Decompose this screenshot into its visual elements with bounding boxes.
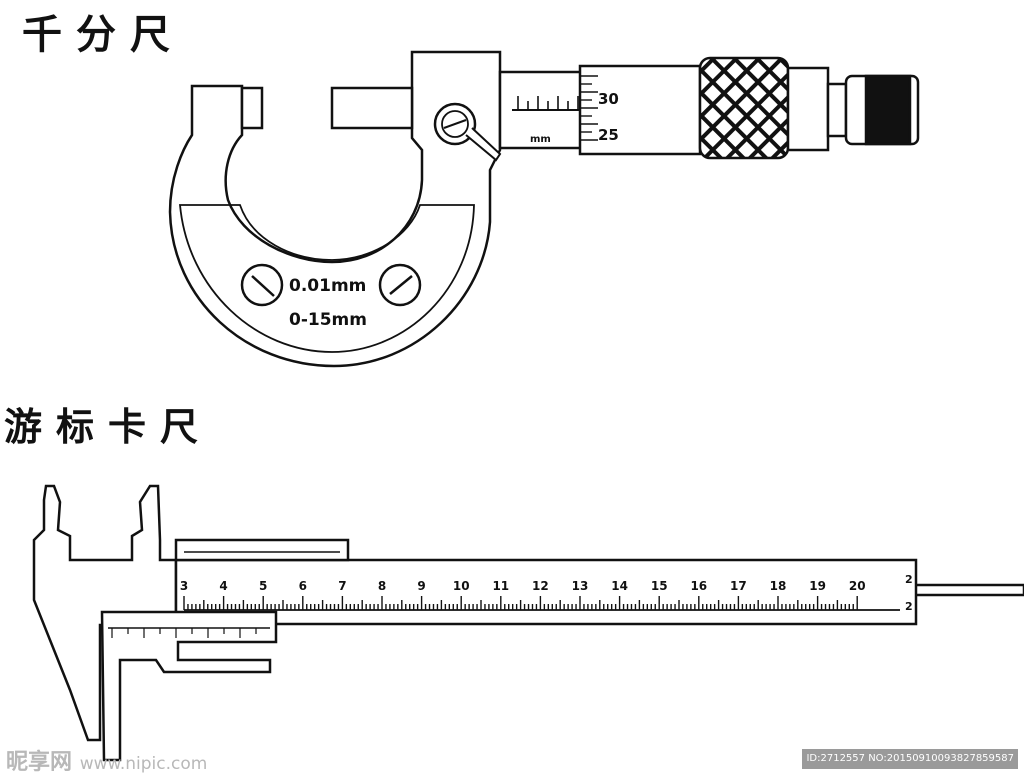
caliper-end-label-top: 2 [905, 573, 913, 586]
caliper-main-scale-ticks [183, 596, 858, 610]
thimble-label-25: 25 [598, 126, 619, 144]
main-scale-label: 5 [259, 579, 267, 593]
main-scale-label: 20 [849, 579, 866, 593]
thimble-label-30: 30 [598, 90, 619, 108]
watermark-site: www.nipic.com [79, 754, 208, 774]
main-scale-label: 16 [690, 579, 707, 593]
micrometer-frame-inner [179, 204, 475, 353]
vernier-caliper [32, 484, 1024, 762]
main-scale-label: 19 [809, 579, 826, 593]
main-scale-label: 9 [417, 579, 425, 593]
caliper-end-label-bottom: 2 [905, 600, 913, 613]
main-scale-label: 13 [572, 579, 589, 593]
watermark-brand-name: 昵享网 [6, 750, 73, 775]
frame-text-resolution: 0.01mm [289, 276, 366, 296]
watermark-brand: 昵享网 www.nipic.com [6, 744, 207, 776]
micrometer-anvil [240, 86, 264, 130]
main-scale-label: 18 [770, 579, 787, 593]
caliper-main-scale-numbers: 3 4 5 6 7 8 9 10 11 12 13 14 15 16 17 18 19 20 [180, 579, 866, 593]
main-scale-label: 14 [611, 579, 628, 593]
main-scale-label: 4 [219, 579, 227, 593]
caliper-slider-top [174, 538, 350, 562]
main-scale-label: 11 [492, 579, 509, 593]
sleeve-unit-label: mm [530, 134, 551, 145]
caliper-depth-rod [916, 583, 1024, 597]
main-scale-label: 8 [378, 579, 386, 593]
caliper-title: 游标卡尺 [4, 404, 213, 449]
main-scale-label: 6 [299, 579, 307, 593]
main-scale-label: 7 [338, 579, 346, 593]
main-scale-label: 17 [730, 579, 747, 593]
main-scale-label: 15 [651, 579, 668, 593]
micrometer-ratchet-collar [786, 66, 830, 152]
main-scale-label: 3 [180, 579, 188, 593]
main-scale-label: 10 [453, 579, 470, 593]
micrometer [168, 50, 920, 368]
micrometer-title: 千分尺 [22, 11, 184, 58]
caliper-vernier-slider [100, 610, 278, 762]
main-scale-label: 12 [532, 579, 549, 593]
watermark-id: ID:2712557 NO:20150910093827859587 [802, 749, 1018, 769]
caliper-main-beam [174, 558, 918, 626]
micrometer-knurled-grip [698, 56, 790, 160]
frame-text-range: 0-15mm [289, 310, 367, 330]
micrometer-spindle [330, 86, 414, 130]
